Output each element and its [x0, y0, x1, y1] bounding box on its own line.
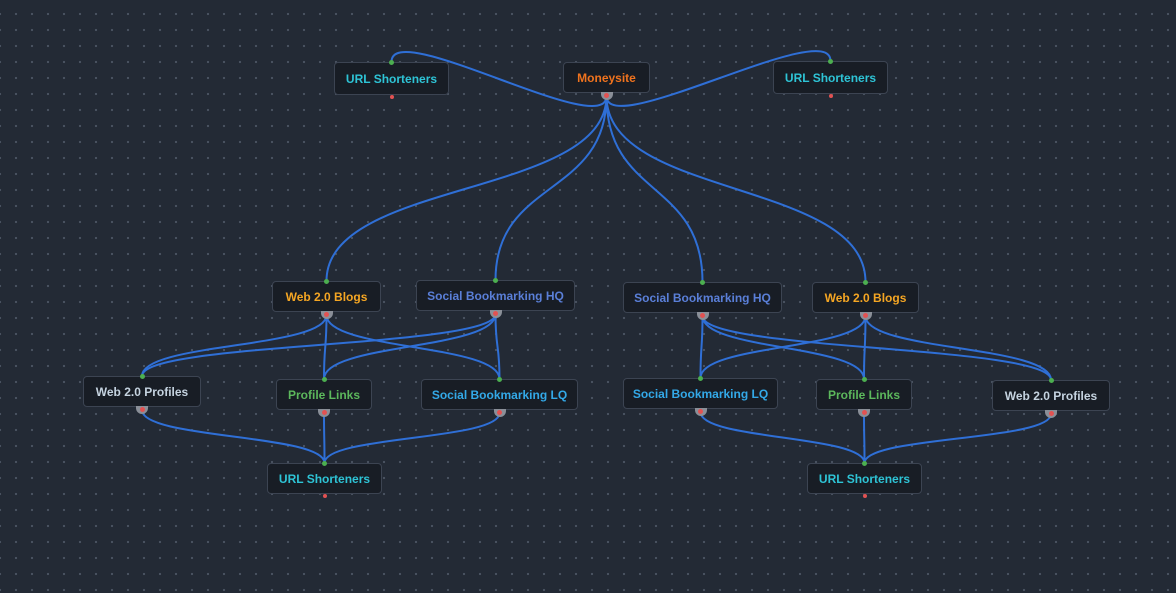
- edge-social-hq-left-to-profile-links-left[interactable]: [323, 313, 497, 380]
- node-label: URL Shorteners: [818, 471, 911, 486]
- node-label: Moneysite: [577, 70, 636, 85]
- edge-social-lq-left-to-url-bottom-left[interactable]: [323, 412, 501, 464]
- input-port[interactable]: [863, 279, 868, 285]
- output-port[interactable]: [862, 494, 867, 498]
- edge-moneysite-to-web20-blogs-right[interactable]: [605, 95, 867, 283]
- edge-web20-profiles-right-to-url-bottom-right[interactable]: [863, 413, 1052, 464]
- node-label: URL Shorteners: [345, 71, 438, 86]
- input-port[interactable]: [139, 373, 145, 379]
- node-label: URL Shorteners: [784, 70, 877, 85]
- input-port[interactable]: [698, 375, 703, 381]
- edge-profile-links-right-to-url-bottom-right[interactable]: [863, 412, 866, 464]
- node-label: Profile Links: [827, 387, 901, 402]
- node-label: Social Bookmarking HQ: [427, 288, 564, 303]
- node-profile-links-right[interactable]: Profile Links: [816, 379, 912, 410]
- node-profile-links-left[interactable]: Profile Links: [276, 379, 372, 410]
- edge-moneysite-to-social-hq-left[interactable]: [494, 95, 608, 281]
- output-port[interactable]: [318, 409, 330, 417]
- node-social-lq-left[interactable]: Social Bookmarking LQ: [421, 379, 578, 410]
- edge-social-hq-left-to-web20-profiles-left[interactable]: [141, 313, 497, 377]
- input-port[interactable]: [493, 277, 498, 283]
- edge-moneysite-to-url-top-right[interactable]: [605, 50, 832, 107]
- input-port[interactable]: [322, 460, 327, 466]
- edge-web20-blogs-right-to-web20-profiles-right[interactable]: [864, 315, 1052, 381]
- output-port[interactable]: [136, 406, 148, 414]
- output-port[interactable]: [1045, 410, 1057, 418]
- output-port[interactable]: [320, 311, 333, 319]
- input-port[interactable]: [862, 460, 867, 466]
- node-social-lq-right[interactable]: Social Bookmarking LQ: [623, 378, 778, 409]
- node-label: Social Bookmarking HQ: [634, 290, 771, 305]
- node-url-top-left[interactable]: URL Shorteners: [334, 62, 449, 95]
- output-port[interactable]: [600, 92, 613, 100]
- node-url-bottom-right[interactable]: URL Shorteners: [807, 463, 922, 494]
- input-port[interactable]: [497, 376, 502, 382]
- edge-profile-links-left-to-url-bottom-left[interactable]: [323, 412, 326, 464]
- output-port[interactable]: [489, 310, 502, 318]
- edge-social-hq-right-to-social-lq-right[interactable]: [699, 315, 704, 379]
- output-port[interactable]: [694, 408, 707, 416]
- input-port[interactable]: [321, 376, 327, 382]
- output-port[interactable]: [858, 409, 870, 417]
- node-social-hq-right[interactable]: Social Bookmarking HQ: [623, 282, 782, 313]
- input-port[interactable]: [1048, 377, 1054, 383]
- node-label: Social Bookmarking LQ: [632, 386, 769, 401]
- edge-social-hq-right-to-web20-profiles-right[interactable]: [701, 315, 1052, 381]
- edge-moneysite-to-social-hq-right[interactable]: [605, 95, 704, 283]
- output-port[interactable]: [389, 95, 394, 99]
- node-web20-blogs-right[interactable]: Web 2.0 Blogs: [812, 282, 919, 313]
- node-web20-blogs-left[interactable]: Web 2.0 Blogs: [272, 281, 381, 312]
- node-web20-profiles-right[interactable]: Web 2.0 Profiles: [992, 380, 1110, 411]
- edge-web20-blogs-left-to-social-lq-left[interactable]: [325, 314, 501, 380]
- node-label: Profile Links: [287, 387, 361, 402]
- output-port[interactable]: [322, 494, 327, 498]
- edge-web20-blogs-right-to-social-lq-right[interactable]: [699, 315, 867, 379]
- node-label: Web 2.0 Profiles: [1004, 388, 1098, 403]
- edge-moneysite-to-web20-blogs-left[interactable]: [325, 95, 608, 282]
- edge-moneysite-to-url-top-left[interactable]: [390, 50, 608, 108]
- output-port[interactable]: [859, 312, 872, 320]
- edge-social-lq-right-to-url-bottom-right[interactable]: [699, 411, 866, 464]
- node-url-top-right[interactable]: URL Shorteners: [773, 61, 888, 94]
- input-port[interactable]: [861, 376, 867, 382]
- node-label: Web 2.0 Blogs: [824, 290, 907, 305]
- input-port[interactable]: [324, 278, 329, 284]
- output-port[interactable]: [696, 312, 709, 320]
- node-web20-profiles-left[interactable]: Web 2.0 Profiles: [83, 376, 201, 407]
- edge-social-hq-left-to-social-lq-left[interactable]: [494, 313, 501, 380]
- node-moneysite[interactable]: Moneysite: [563, 62, 650, 93]
- edge-web20-blogs-left-to-profile-links-left[interactable]: [323, 314, 328, 380]
- node-label: Web 2.0 Profiles: [95, 384, 189, 399]
- node-url-bottom-left[interactable]: URL Shorteners: [267, 463, 382, 494]
- edge-web20-profiles-left-to-url-bottom-left[interactable]: [141, 409, 326, 464]
- node-label: Web 2.0 Blogs: [285, 289, 368, 304]
- input-port[interactable]: [389, 59, 394, 65]
- input-port[interactable]: [700, 279, 705, 285]
- edge-web20-blogs-left-to-web20-profiles-left[interactable]: [141, 314, 328, 377]
- node-label: URL Shorteners: [278, 471, 371, 486]
- node-social-hq-left[interactable]: Social Bookmarking HQ: [416, 280, 575, 311]
- output-port[interactable]: [493, 409, 506, 417]
- node-label: Social Bookmarking LQ: [431, 387, 568, 402]
- output-port[interactable]: [828, 94, 833, 98]
- edge-web20-blogs-right-to-profile-links-right[interactable]: [863, 315, 867, 380]
- input-port[interactable]: [828, 58, 833, 64]
